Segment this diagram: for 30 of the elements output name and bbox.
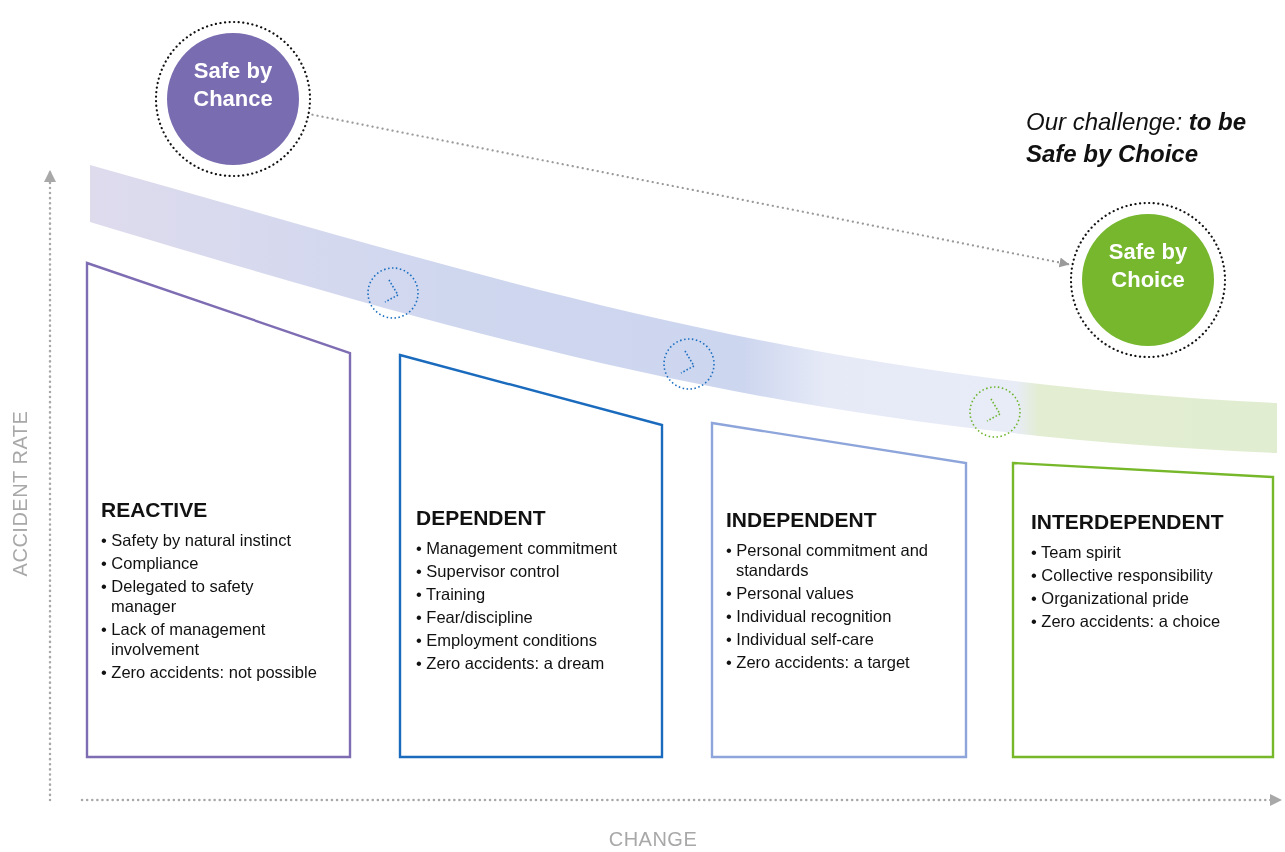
- challenge-note: Our challenge: to be Safe by Choice: [1026, 107, 1248, 169]
- bullet-item: • Team spirit: [1031, 542, 1121, 562]
- bullet-item: • Safety by natural instinct: [101, 530, 292, 550]
- stage-heading: INDEPENDENT: [726, 508, 877, 532]
- bullet-item: • Fear/discipline: [416, 607, 533, 627]
- bullet-item: • Lack of management involvement: [101, 619, 267, 659]
- bullet-item: • Delegated to safety manager: [101, 576, 255, 616]
- bullet-item: • Individual self-care: [726, 629, 874, 649]
- bullet-item: • Zero accidents: a dream: [416, 653, 605, 673]
- bullet-item: • Supervisor control: [416, 561, 560, 581]
- bullet-item: • Personal commitment and standards: [726, 540, 930, 580]
- stage-heading: INTERDEPENDENT: [1031, 510, 1224, 534]
- bullet-item: • Management commitment: [416, 538, 618, 558]
- bullet-item: • Employment conditions: [416, 630, 597, 650]
- bullet-item: • Zero accidents: a target: [726, 652, 910, 672]
- arrow: [311, 113, 1070, 268]
- bullet-item: • Personal values: [726, 583, 854, 603]
- axis-title: CHANGE: [607, 828, 699, 851]
- bullet-item: • Training: [416, 584, 486, 604]
- bullet-item: • Compliance: [101, 553, 199, 573]
- bullet-item: • Individual recognition: [726, 606, 892, 626]
- stage-heading: DEPENDENT: [416, 506, 546, 530]
- stage-heading: REACTIVE: [101, 498, 208, 522]
- bullet-item: • Zero accidents: not possible: [101, 662, 317, 682]
- bullet-item: • Collective responsibility: [1031, 565, 1213, 585]
- bullet-item: • Zero accidents: a choice: [1031, 611, 1221, 631]
- circle-label: Safe by Choice: [1108, 238, 1188, 294]
- circle-label: Safe by Chance: [193, 57, 273, 113]
- bullet-item: • Organizational pride: [1031, 588, 1190, 608]
- axis-title: ACCIDENT RATE: [8, 409, 32, 579]
